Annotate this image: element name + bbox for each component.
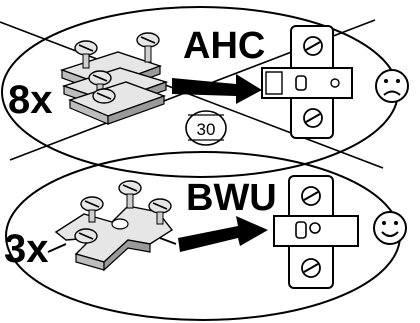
top-quantity-label: 8x	[8, 78, 53, 122]
screw-icon	[74, 40, 98, 69]
bottom-mounting-plate-group	[47, 180, 177, 272]
screw-icon	[80, 196, 104, 223]
hinge-plate-front-view	[273, 175, 359, 289]
right-arrow-icon	[178, 216, 268, 252]
screw-icon	[136, 32, 160, 63]
mounting-plate-front	[67, 81, 167, 125]
dimension-text: 30	[197, 120, 216, 139]
cruciform-plate	[47, 205, 177, 272]
screw-icon	[118, 180, 142, 209]
top-mounting-plate-group	[59, 32, 169, 125]
smiley-face-icon	[373, 211, 407, 245]
bottom-code-label: BWU	[186, 177, 277, 219]
dimension-badge: 30	[185, 110, 227, 146]
bottom-quantity-label: 3x	[4, 227, 49, 271]
screw-icon	[74, 228, 98, 244]
right-arrow-icon	[172, 74, 262, 104]
cross-line-1	[0, 21, 384, 169]
screw-icon	[148, 198, 172, 225]
hinge-plate-front-view	[261, 25, 353, 139]
top-code-label: AHC	[183, 25, 265, 67]
screw-icon	[92, 88, 116, 104]
sad-face-icon	[375, 69, 409, 103]
